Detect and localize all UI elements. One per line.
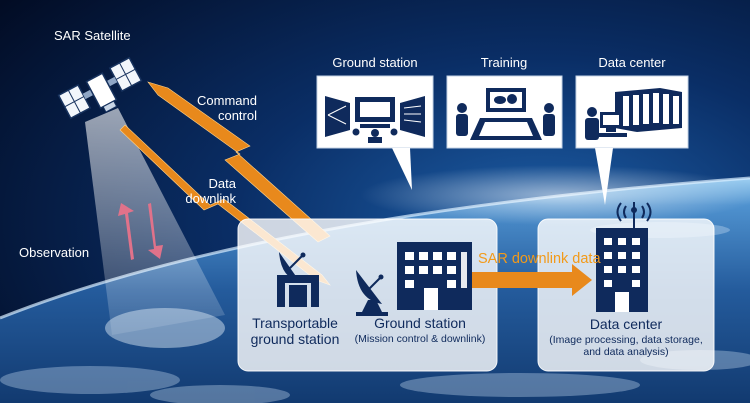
panel-data-center-title: Data center <box>598 55 666 70</box>
data-downlink-line-1: Data <box>208 176 236 191</box>
data-downlink-line-2: downlink <box>185 190 236 206</box>
panel-ground-station-title: Ground station <box>332 55 418 70</box>
sar-downlink-arrow <box>472 264 592 296</box>
observation-footprint <box>105 308 225 348</box>
data-center-building-icon <box>596 228 648 312</box>
sar-satellite-label: SAR Satellite <box>54 28 131 43</box>
transportable-station-icon <box>277 252 319 307</box>
antenna-icon <box>616 202 652 228</box>
observation-label: Observation <box>19 245 90 260</box>
command-control-link <box>147 81 331 243</box>
transportable-line-2: ground station <box>250 331 340 348</box>
ground-station-building-icon <box>397 242 472 310</box>
command-control-line-2: control <box>217 107 257 123</box>
command-control-line-1: Command <box>197 93 257 108</box>
ground-station-label: Ground station <box>374 315 466 331</box>
transportable-line-1: Transportable <box>252 315 338 331</box>
transportable-station-label: Transportable ground station <box>251 315 340 347</box>
horizon-glow <box>360 165 750 225</box>
panel-training-title: Training <box>480 55 528 70</box>
observation-arrows <box>118 203 163 260</box>
data-center-label: Data center <box>589 316 663 332</box>
data-center-sub-label: (Image processing, data storage, and dat… <box>549 334 703 358</box>
data-center-sub-line-1: (Image processing, data storage, <box>549 334 703 346</box>
radar-beam <box>85 108 225 335</box>
command-control-label: Command control <box>197 93 257 124</box>
dish-antenna-icon <box>356 270 388 316</box>
panel-data-center <box>575 75 689 205</box>
panel-training <box>446 75 563 149</box>
panel-ground-station <box>316 75 434 190</box>
data-center-sub-line-2: and data analysis) <box>583 346 669 359</box>
satellite-icon <box>57 56 143 120</box>
data-downlink-label: Data downlink <box>185 176 236 207</box>
ground-station-sub-label: (Mission control & downlink) <box>354 333 486 345</box>
sar-downlink-data-label: SAR downlink data <box>478 251 601 267</box>
